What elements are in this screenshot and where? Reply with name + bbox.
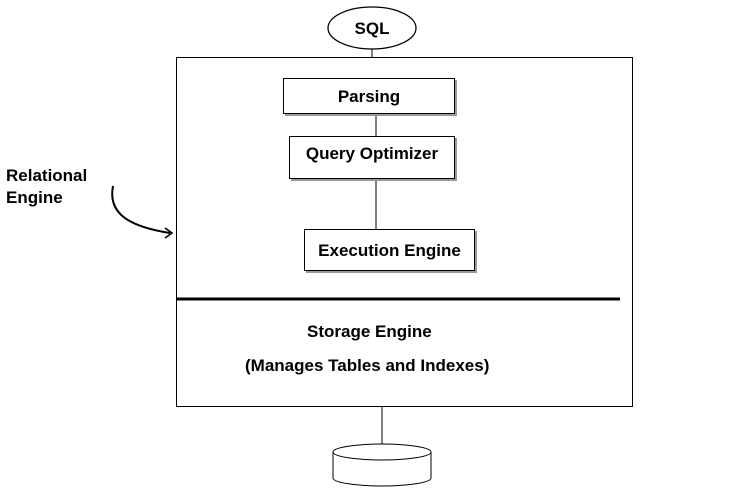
storage-engine-subtitle: (Manages Tables and Indexes) xyxy=(245,356,490,375)
storage-engine-title: Storage Engine xyxy=(307,322,432,341)
engine-frame xyxy=(176,57,633,407)
callout-arrow xyxy=(111,185,171,234)
parsing-label: Parsing xyxy=(337,86,401,106)
execution-engine-label: Execution Engine xyxy=(318,240,461,260)
callout-arrowhead-icon xyxy=(164,227,174,239)
relational-engine-label-line2: Engine xyxy=(6,188,63,207)
relational-engine-label-line1: Relational xyxy=(6,166,88,185)
query-optimizer-label: Query Optimizer xyxy=(305,144,439,163)
parsing-box: Parsing xyxy=(283,78,455,114)
execution-engine-box: Execution Engine xyxy=(304,229,475,271)
database-cylinder-icon xyxy=(332,443,432,487)
query-optimizer-box: Query Optimizer xyxy=(289,136,455,179)
sql-label: SQL xyxy=(354,19,390,38)
